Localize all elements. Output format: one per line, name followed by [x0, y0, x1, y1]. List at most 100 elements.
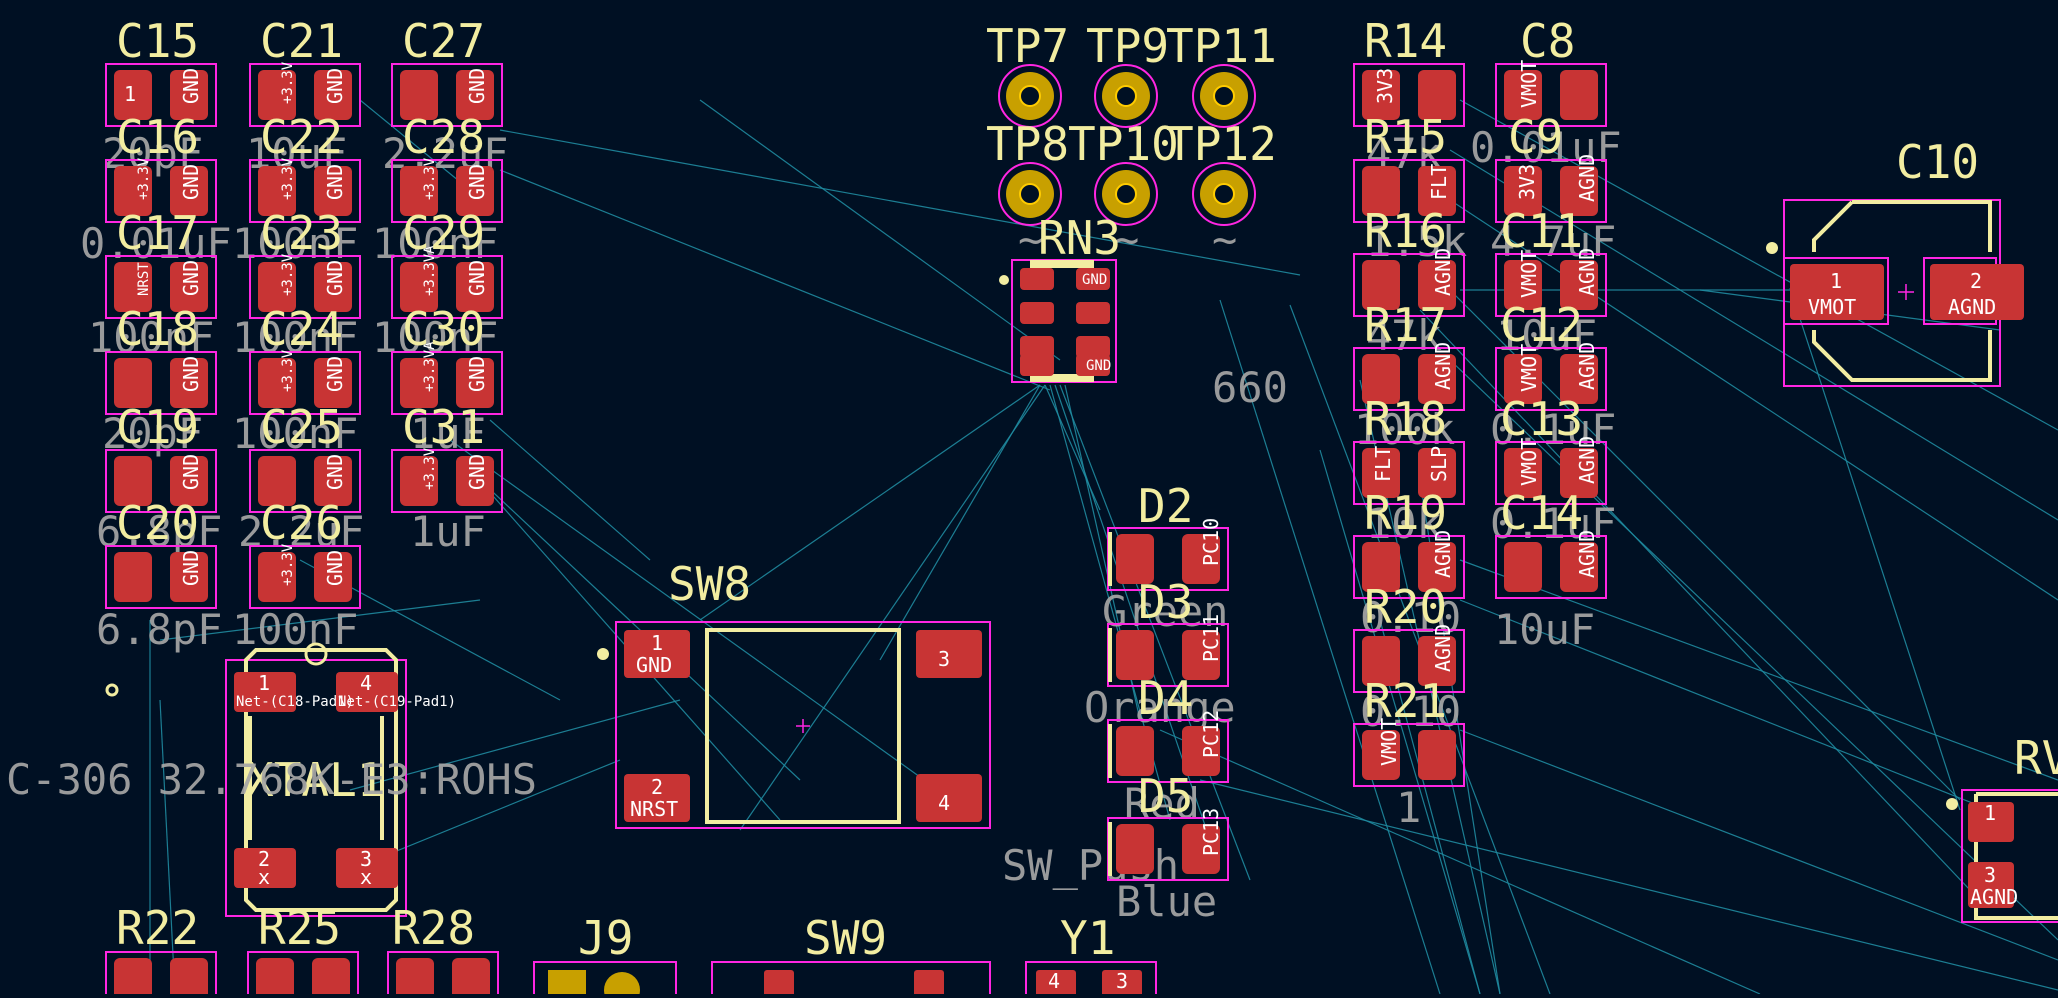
resistor-r18[interactable]: FLT SLP R18: [1353, 392, 1465, 505]
value-label: 47k: [1366, 311, 1442, 360]
testpoint-tp12[interactable]: TP12 ~: [1166, 117, 1277, 264]
pad-net: AGND: [1431, 248, 1455, 296]
pad-net: +3.3V: [280, 61, 296, 104]
capacitor-c20[interactable]: GND C20: [105, 496, 217, 609]
ref-label: C22: [260, 110, 343, 164]
value-label: ~: [1018, 215, 1043, 264]
resistor-r22[interactable]: R22: [105, 901, 217, 998]
pad-net: FLT: [1427, 164, 1451, 200]
value-label: 0.1uF: [1490, 405, 1616, 454]
pad-net: AGND: [1575, 530, 1599, 578]
capacitor-c17[interactable]: NRST GND C17: [105, 206, 217, 319]
resistor-r28[interactable]: R28: [387, 901, 499, 998]
capacitor-c28[interactable]: +3.3V GND C28: [391, 110, 503, 223]
resistor-network-rn3[interactable]: GND GND RN3: [999, 211, 1121, 383]
pad-net: GND: [323, 260, 347, 296]
resistor-r17[interactable]: AGND R17: [1353, 298, 1465, 411]
potentiometer-rv[interactable]: 1 3 AGND RV: [1946, 731, 2058, 923]
ref-label: C11: [1500, 204, 1583, 258]
capacitor-c24[interactable]: +3.3V GND C24: [249, 302, 361, 415]
capacitor-c12[interactable]: VMOT AGND C12: [1495, 298, 1607, 411]
pad-net: PC13: [1199, 808, 1223, 856]
pad-net: +3.3V: [280, 157, 296, 200]
pad-number: 1: [124, 82, 136, 106]
capacitor-c14[interactable]: AGND C14: [1495, 486, 1607, 599]
resistor-r20[interactable]: AGND R20: [1353, 580, 1465, 693]
pad-net: Net-(C19-Pad1): [338, 694, 456, 710]
capacitor-c27[interactable]: GND C27: [391, 14, 503, 127]
capacitor-c16[interactable]: +3.3V GND C16: [105, 110, 217, 223]
pad-net: GND: [465, 356, 489, 392]
ref-label: J9: [578, 911, 633, 965]
ref-label: TP11: [1166, 19, 1277, 73]
pad-net: VMOT: [1517, 250, 1541, 298]
ref-label: C18: [116, 302, 199, 356]
capacitor-c10[interactable]: 1 VMOT 2 AGND C10: [1766, 135, 2024, 387]
ref-label: RV: [2014, 731, 2058, 785]
capacitor-c22[interactable]: +3.3V GND C22: [249, 110, 361, 223]
capacitor-c19[interactable]: GND C19: [105, 400, 217, 513]
switch-sw9[interactable]: SW9: [711, 911, 991, 998]
pad-net: NRST: [136, 262, 152, 296]
capacitor-c15[interactable]: 1 GND C15: [105, 14, 217, 127]
value-label: 1.5k: [1366, 217, 1467, 266]
capacitor-c8[interactable]: VMOT C8: [1495, 14, 1607, 127]
pin1-marker: [105, 683, 119, 697]
connector-j9[interactable]: J9: [533, 911, 677, 998]
testpoints: TP7 TP9 TP11 TP8 ~ TP10 ~: [986, 19, 1277, 264]
value-label: 10uF: [1494, 605, 1595, 654]
pad-net: AGND: [1970, 885, 2018, 909]
led-d3[interactable]: PC11 D3: [1107, 575, 1229, 687]
capacitor-c11[interactable]: VMOT AGND C11: [1495, 204, 1607, 317]
resistor-r15[interactable]: FLT R15: [1353, 110, 1465, 223]
ref-label: C19: [116, 400, 199, 454]
resistor-r19[interactable]: AGND R19: [1353, 486, 1465, 599]
pad-net: GND: [636, 653, 672, 677]
testpoint-tp7[interactable]: TP7: [986, 19, 1069, 128]
ref-label: R18: [1364, 392, 1447, 446]
capacitor-c13[interactable]: VMOT AGND C13: [1495, 392, 1607, 505]
capacitor-c31[interactable]: +3.3V GND C31: [391, 400, 503, 513]
capacitor-c23[interactable]: +3.3V GND C23: [249, 206, 361, 319]
led-d5[interactable]: PC13 D5: [1107, 769, 1229, 881]
pad-net: GND: [179, 356, 203, 392]
pad-net: GND: [179, 260, 203, 296]
capacitor-c30[interactable]: +3.3VA GND C30: [391, 302, 503, 415]
value-label: 10uF: [1496, 311, 1597, 360]
switch-sw8[interactable]: 1 GND 2 NRST 3 4 SW8: [597, 557, 991, 829]
capacitor-c9[interactable]: 3V3 AGND C9: [1495, 110, 1607, 223]
testpoint-tp8[interactable]: TP8 ~: [986, 117, 1069, 264]
pad-net: GND: [323, 68, 347, 104]
pad-number: 3: [1116, 969, 1128, 993]
pad-net: +3.3V: [136, 157, 152, 200]
testpoint-tp10[interactable]: TP10 ~: [1068, 117, 1179, 264]
resistor-r21[interactable]: VMOT R21: [1353, 674, 1465, 787]
pad-net: 3V3: [1515, 164, 1539, 200]
ref-label: C31: [402, 400, 485, 454]
led-d4[interactable]: PC12 D4: [1107, 671, 1229, 783]
capacitor-c25[interactable]: GND C25: [249, 400, 361, 513]
testpoint-tp11[interactable]: TP11: [1166, 19, 1277, 128]
capacitor-c18[interactable]: GND C18: [105, 302, 217, 415]
pad-net: +3.3V: [280, 349, 296, 392]
capacitor-c21[interactable]: +3.3V GND C21: [249, 14, 361, 127]
resistor-r16[interactable]: AGND R16: [1353, 204, 1465, 317]
ref-label: C10: [1896, 135, 1979, 189]
ref-label: C20: [116, 496, 199, 550]
resistor-r14[interactable]: 3V3 R14: [1353, 14, 1465, 127]
capacitor-c26[interactable]: +3.3V GND C26: [249, 496, 361, 609]
resistor-r25[interactable]: R25: [247, 901, 359, 998]
ref-label: C13: [1500, 392, 1583, 446]
led-d2[interactable]: PC10 D2: [1107, 479, 1229, 591]
crystal-xtal1[interactable]: 1 Net-(C18-Pad1) 4 Net-(C19-Pad1) 2 x 3 …: [225, 642, 456, 917]
capacitor-c29[interactable]: +3.3VA GND C29: [391, 206, 503, 319]
value-label: C-306 32.768K-E3:ROHS: [6, 755, 537, 804]
ref-label: TP12: [1166, 117, 1277, 171]
value-label: Green: [1102, 587, 1228, 636]
testpoint-tp9[interactable]: TP9: [1086, 19, 1169, 128]
pad-net: +3.3V: [280, 253, 296, 296]
crystal-y1[interactable]: 4 3 Y1: [1025, 911, 1157, 998]
pad-number: 4: [1048, 969, 1060, 993]
value-label: Orange: [1084, 683, 1236, 732]
